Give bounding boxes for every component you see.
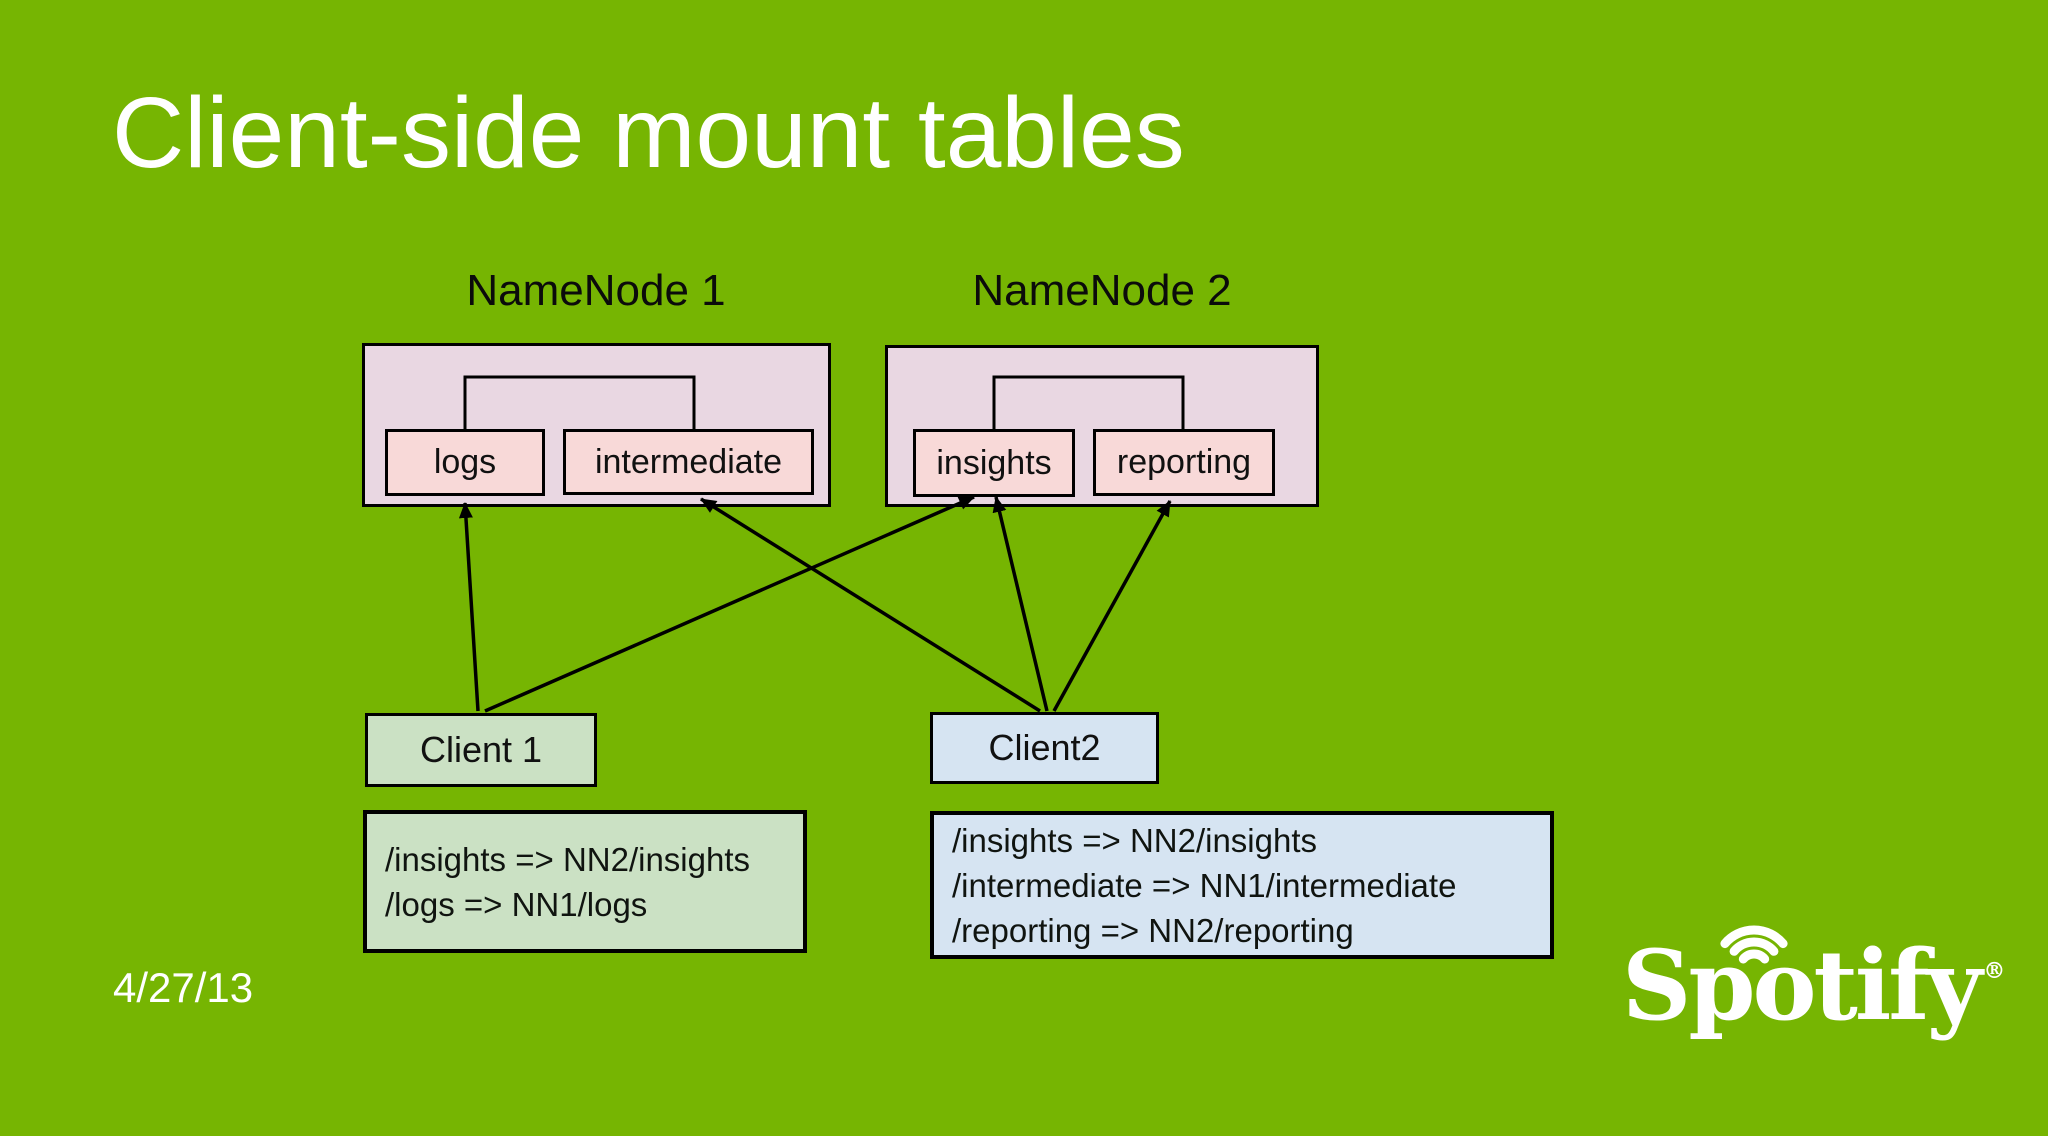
mount-intermediate-box: intermediate xyxy=(563,429,814,495)
spotify-signal-arcs-icon xyxy=(1720,925,1788,964)
namenode1-label: NameNode 1 xyxy=(466,266,726,315)
mount-insights-label: insights xyxy=(936,443,1052,482)
client1-box: Client 1 xyxy=(365,713,597,787)
arrow-client1-to-insights xyxy=(484,495,975,713)
slide-date: 4/27/13 xyxy=(113,964,254,1011)
mount-insights-box: insights xyxy=(913,429,1075,497)
client2-mount-rule: /reporting => NN2/reporting xyxy=(952,911,1354,949)
client2-box: Client2 xyxy=(930,712,1159,784)
client2-mount-rule: /intermediate => NN1/intermediate xyxy=(952,866,1457,904)
mount-logs-box: logs xyxy=(385,429,545,496)
client1-label: Client 1 xyxy=(419,729,543,770)
spotify-logo: Spotify® xyxy=(1622,938,2005,1034)
mount-intermediate-label: intermediate xyxy=(594,442,783,481)
spotify-logo-text: Spotify xyxy=(1622,929,1982,1042)
namenode2-label: NameNode 2 xyxy=(972,266,1232,315)
mount-reporting-label: reporting xyxy=(1116,443,1252,481)
client1-mount-table: /insights => NN2/insights /logs => NN1/l… xyxy=(363,810,807,953)
arrow-client2-to-reporting xyxy=(1052,500,1172,712)
client1-mount-rule: /insights => NN2/insights xyxy=(385,840,751,878)
slide-title: Client-side mount tables xyxy=(112,77,1185,189)
client2-label: Client2 xyxy=(988,727,1101,768)
client2-mount-rule: /insights => NN2/insights xyxy=(952,821,1318,859)
registered-trademark-icon: ® xyxy=(1983,958,2006,984)
mount-reporting-box: reporting xyxy=(1093,429,1275,496)
mount-logs-label: logs xyxy=(433,443,497,481)
client1-mount-rule: /logs => NN1/logs xyxy=(385,885,648,923)
arrow-client2-to-intermediate xyxy=(700,497,1041,713)
client2-mount-table: /insights => NN2/insights /intermediate … xyxy=(930,811,1554,959)
arrow-client2-to-insights xyxy=(992,496,1049,712)
arrow-client1-to-logs xyxy=(458,502,480,712)
